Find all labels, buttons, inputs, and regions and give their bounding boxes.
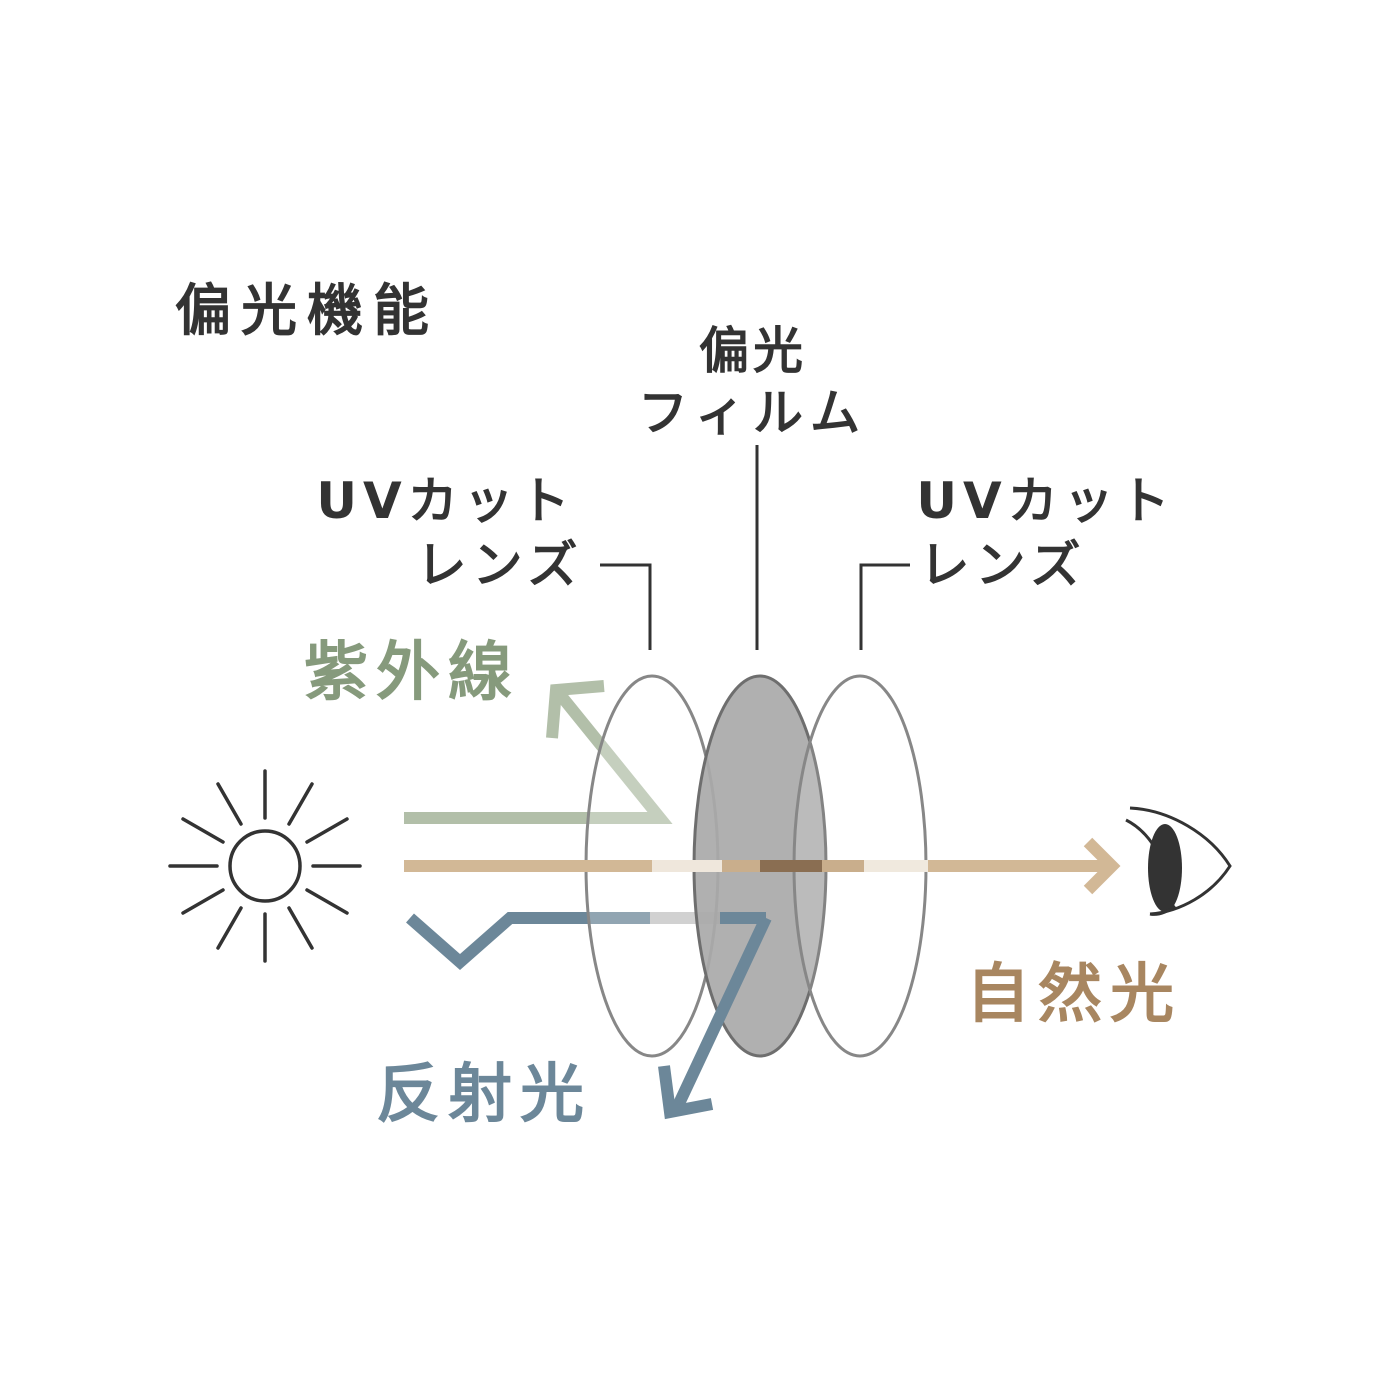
lens-left-label-line1: UVカット [316, 472, 575, 530]
lens-left-label-line2: レンズ [417, 536, 584, 594]
uv-ray-arrow [404, 680, 673, 824]
lens-left-leader-line [600, 563, 652, 650]
sun-icon [168, 769, 362, 963]
uv-label: 紫外線 [304, 636, 520, 710]
film-label-line1: 偏光 [699, 322, 807, 380]
natural-light-ray-arrow [404, 837, 1121, 895]
lens-right-label-line2: レンズ [920, 536, 1087, 594]
lens-right-label-line1: UVカット [916, 472, 1175, 530]
eye-icon [1125, 806, 1232, 916]
natural-light-label: 自然光 [966, 958, 1182, 1032]
reflected-ray-down [658, 912, 772, 1120]
diagram-title: 偏光機能 [175, 279, 439, 344]
film-label-line2: フィルム [638, 384, 868, 442]
lens-right-leader-line [859, 563, 910, 650]
reflected-light-label: 反射光 [376, 1058, 592, 1132]
